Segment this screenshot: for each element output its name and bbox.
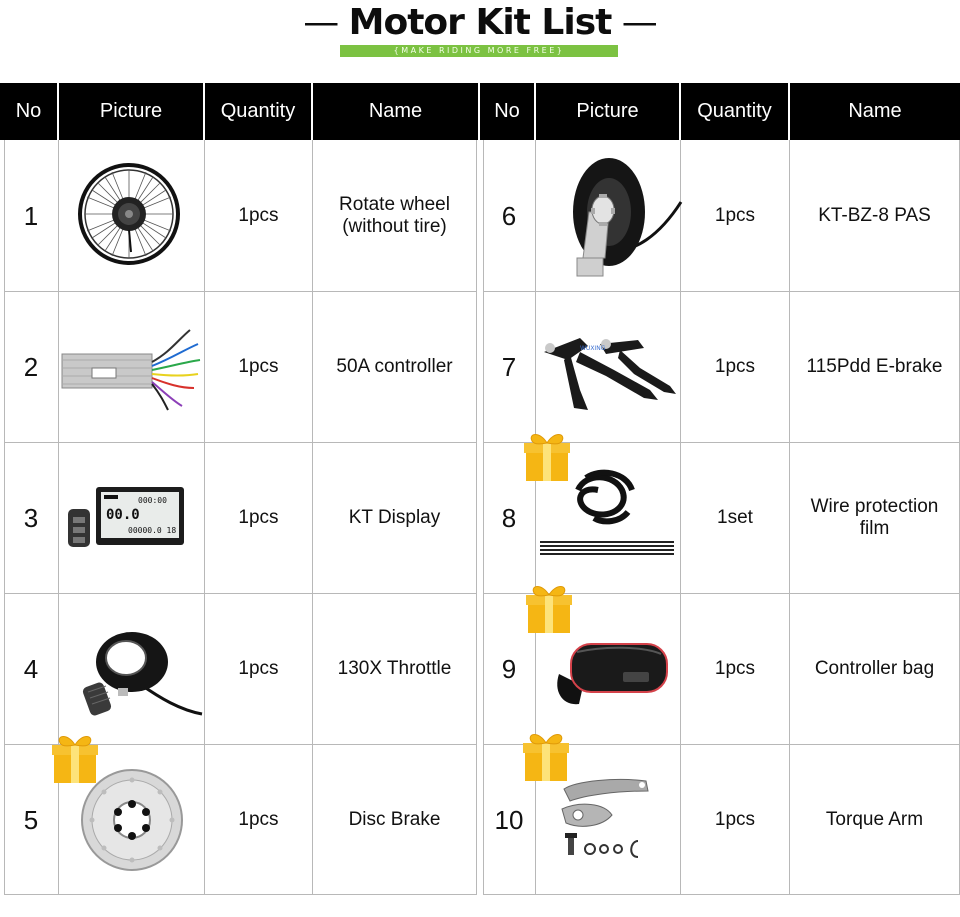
svg-text:00000.0 18: 00000.0 18	[128, 526, 176, 535]
page-subtitle: {MAKE RIDING MORE FREE}	[340, 45, 618, 57]
title-area: — Motor Kit List — {MAKE RIDING MORE FRE…	[0, 0, 960, 62]
header-quantity-right: Quantity	[681, 83, 790, 140]
item-number: 8	[483, 443, 536, 594]
pas-sensor-icon	[573, 158, 683, 277]
item-picture-cell	[536, 443, 681, 594]
item-name: 130X Throttle	[313, 594, 477, 745]
item-number: 10	[483, 745, 536, 895]
gift-box-icon	[526, 586, 572, 633]
display-icon: 00.0 000:00 00000.0 18	[68, 487, 184, 547]
item-name: Controller bag	[790, 594, 960, 745]
item-number: 3	[4, 443, 59, 594]
page-title: — Motor Kit List —	[303, 2, 658, 43]
item-quantity: 1pcs	[205, 443, 313, 594]
item-picture-cell	[59, 745, 205, 895]
item-quantity: 1pcs	[205, 594, 313, 745]
item-picture-cell	[59, 140, 205, 292]
item-quantity: 1pcs	[681, 292, 790, 443]
item-quantity: 1pcs	[205, 140, 313, 292]
item-name: 50A controller	[313, 292, 477, 443]
brake-lever-icon: WUXING	[544, 338, 676, 410]
item-number: 4	[4, 594, 59, 745]
item-number: 6	[483, 140, 536, 292]
page-title-text: Motor Kit List	[348, 2, 613, 43]
item-name: 115Pdd E-brake	[790, 292, 960, 443]
item-quantity: 1pcs	[205, 292, 313, 443]
header-picture-left: Picture	[59, 83, 205, 140]
controller-icon	[61, 329, 201, 411]
item-picture-cell	[59, 292, 205, 443]
item-picture-cell	[59, 443, 205, 594]
disc-brake-icon	[81, 769, 183, 871]
item-picture-cell	[536, 594, 681, 745]
item-quantity: 1pcs	[681, 594, 790, 745]
item-picture-cell	[59, 594, 205, 745]
item-name: Disc Brake	[313, 745, 477, 895]
gift-box-icon	[523, 734, 569, 781]
item-picture-cell	[536, 140, 681, 292]
header-no-left: No	[0, 83, 59, 140]
item-name: Wire protection film	[790, 443, 960, 594]
wire-film-icon	[540, 469, 674, 555]
item-number: 7	[483, 292, 536, 443]
throttle-icon	[82, 632, 203, 716]
item-number: 5	[4, 745, 59, 895]
svg-text:000:00: 000:00	[138, 496, 167, 505]
item-picture-cell	[536, 292, 681, 443]
header-quantity-left: Quantity	[205, 83, 313, 140]
table-border-left	[4, 140, 5, 895]
table-header	[0, 83, 960, 140]
svg-text:WUXING: WUXING	[580, 345, 606, 352]
item-quantity: 1pcs	[681, 140, 790, 292]
item-picture-cell	[536, 745, 681, 895]
item-name: Torque Arm	[790, 745, 960, 895]
item-name: KT-BZ-8 PAS	[790, 140, 960, 292]
item-quantity: 1set	[681, 443, 790, 594]
svg-text:00.0: 00.0	[106, 507, 140, 523]
gift-box-icon	[524, 434, 570, 481]
item-quantity: 1pcs	[681, 745, 790, 895]
wheel-icon	[78, 163, 180, 265]
item-number: 2	[4, 292, 59, 443]
item-name: Rotate wheel (without tire)	[313, 140, 477, 292]
header-name-left: Name	[313, 83, 480, 140]
header-name-right: Name	[848, 100, 902, 122]
torque-arm-icon	[561, 778, 649, 858]
item-quantity: 1pcs	[205, 745, 313, 895]
item-name: KT Display	[313, 443, 477, 594]
table-border-mid	[483, 140, 484, 895]
item-number: 1	[4, 140, 59, 292]
header-picture-right: Picture	[536, 83, 681, 140]
item-number: 9	[483, 594, 536, 745]
gift-box-icon	[52, 736, 98, 783]
header-no-right: No	[480, 83, 536, 140]
bag-icon	[557, 643, 668, 705]
